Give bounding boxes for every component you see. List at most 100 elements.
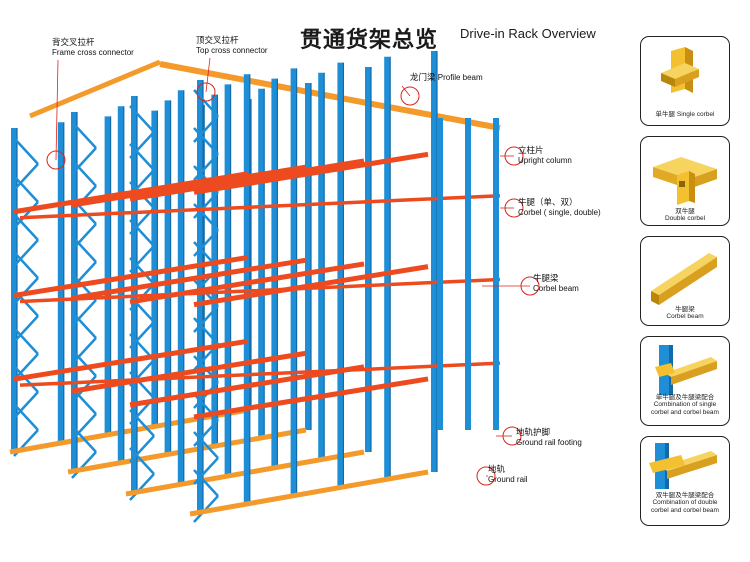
corbel-beam	[193, 151, 429, 195]
frame-bracing	[193, 305, 219, 333]
corbel-beam	[13, 254, 249, 298]
single-corbel-illustration	[661, 47, 699, 93]
rack-structure	[9, 51, 501, 523]
frame-bracing	[129, 131, 155, 159]
corbel-beam	[13, 171, 249, 215]
frame-bracing	[13, 403, 39, 431]
corbel-beam	[13, 338, 249, 382]
corbel-beam	[71, 257, 307, 301]
label-profile-beam: 龙门梁 Profile beam	[410, 73, 483, 83]
frame-bracing	[129, 219, 155, 247]
corbel-beam	[129, 158, 365, 202]
frame-bracing	[193, 419, 219, 447]
card-double-combination: 双牛腿及牛腿梁配合 Combination of double corbel a…	[640, 436, 730, 526]
frame-bracing	[193, 115, 219, 143]
label-corbel: 牛腿（单、双） Corbel ( single, double)	[518, 198, 601, 217]
frame-bracing	[71, 223, 97, 251]
frame-bracing	[193, 89, 219, 117]
callout-circle	[196, 82, 216, 102]
frame-bracing	[193, 127, 219, 155]
label-ground-rail: 地轨 Ground rail	[488, 465, 528, 484]
label-corbel-beam: 牛腿梁 Corbel beam	[533, 274, 579, 293]
frame-bracing	[71, 235, 97, 263]
rack-diagram	[9, 51, 540, 523]
profile-beam	[159, 61, 501, 131]
label-upright: 立柱片 Upright column	[518, 146, 572, 165]
frame-bracing	[13, 391, 39, 419]
card-caption: 单牛腿及牛腿梁配合 Combination of single corbel a…	[651, 393, 719, 416]
card-single-corbel: 单牛腿 Single corbel	[640, 36, 730, 126]
frame-bracing	[129, 409, 155, 437]
callout-circle	[520, 276, 540, 296]
frame-bracing	[129, 435, 155, 463]
page-subtitle: Drive-in Rack Overview	[460, 26, 596, 41]
double-corbel-illustration	[653, 157, 717, 205]
frame-bracing	[13, 327, 39, 355]
callout-circle	[502, 426, 522, 446]
corbel-beam	[71, 350, 307, 394]
corbel-beam	[71, 164, 307, 208]
cross-beam	[19, 277, 501, 304]
card-caption: 牛腿梁 Corbel beam	[666, 305, 704, 320]
label-top-cross: 顶交叉拉杆 Top cross connector	[196, 36, 268, 55]
frame-bracing	[71, 451, 97, 479]
frame-bracing	[71, 413, 97, 441]
leader-lines	[46, 57, 540, 486]
frame-bracing	[13, 251, 39, 279]
card-caption: 双牛腿 Double corbel	[664, 207, 706, 222]
frame-bracing	[13, 175, 39, 203]
frame-bracing	[129, 321, 155, 349]
frame-bracing	[129, 371, 155, 399]
page-title: 贯通货架总览	[300, 28, 439, 53]
card-corbel-beam: 牛腿梁 Corbel beam	[640, 236, 730, 326]
callout-circle	[46, 150, 66, 170]
frame-bracing	[193, 469, 219, 497]
leader-line	[55, 59, 59, 161]
callout-circle	[400, 86, 420, 106]
card-single-combination: 单牛腿及牛腿梁配合 Combination of single corbel a…	[640, 336, 730, 426]
frame-bracing	[71, 311, 97, 339]
cross-beam	[19, 361, 501, 387]
frame-bracing	[71, 425, 97, 453]
frame-bracing	[129, 473, 155, 501]
frame-bracing	[193, 229, 219, 257]
card-double-corbel: 双牛腿 Double corbel	[640, 136, 730, 226]
frame-bracing	[193, 191, 219, 219]
frame-bracing	[193, 431, 219, 459]
callout-circle	[476, 466, 496, 486]
callout-circle	[504, 198, 524, 218]
frame-bracing	[13, 315, 39, 343]
frame-bracing	[13, 213, 39, 241]
frame-bracing	[129, 257, 155, 285]
frame-bracing	[129, 447, 155, 475]
frame-bracing	[13, 239, 39, 267]
frame-bracing	[71, 337, 97, 365]
ground-rail	[67, 427, 307, 475]
double-combination-illustration	[649, 443, 717, 489]
frame-bracing	[71, 299, 97, 327]
frame-bracing	[71, 121, 97, 149]
single-combination-illustration	[655, 345, 717, 395]
label-ground-footing: 地轨护脚 Ground rail footing	[516, 428, 582, 447]
frame-bracing	[71, 147, 97, 175]
top-cross-beam	[29, 59, 161, 119]
frame-bracing	[193, 317, 219, 345]
frame-bracing	[13, 353, 39, 381]
frame-bracing	[129, 105, 155, 133]
cross-beam	[19, 193, 501, 220]
corbel-beam	[129, 364, 365, 408]
leader-line	[205, 57, 211, 93]
ground-rail	[189, 469, 429, 517]
frame-bracing	[71, 349, 97, 377]
callout-circle	[504, 146, 524, 166]
card-caption: 单牛腿 Single corbel	[655, 110, 715, 118]
corbel-beam	[193, 376, 429, 420]
frame-bracing	[129, 245, 155, 273]
frame-bracing	[71, 159, 97, 187]
corbel-beam-illustration	[651, 253, 717, 305]
leader-line	[401, 85, 411, 97]
frame-bracing	[193, 457, 219, 485]
frame-bracing	[193, 153, 219, 181]
frame-bracing	[13, 137, 39, 165]
card-caption: 双牛腿及牛腿梁配合 Combination of double corbel a…	[651, 491, 719, 514]
